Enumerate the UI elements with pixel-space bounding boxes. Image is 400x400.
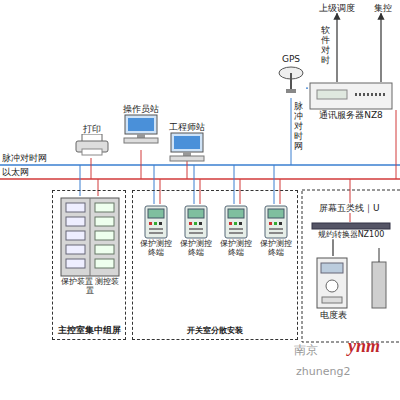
protection-terminal: 保护测控终端: [137, 205, 175, 257]
drop-wire: [80, 165, 81, 196]
comm-server-icon: [308, 82, 394, 110]
protection-terminal-symbol: [144, 205, 168, 239]
node-label: 操作员站: [116, 104, 166, 114]
connector: [306, 88, 308, 89]
watermark: ynm: [348, 336, 380, 357]
energy-meter-symbol: [313, 256, 353, 310]
wire-label: 以太网: [2, 167, 29, 177]
node-label: 上级调度: [314, 3, 360, 13]
gps-receiver: GPS: [276, 54, 306, 94]
protection-terminal-icon: [217, 205, 255, 239]
node-label: GPS: [276, 54, 306, 64]
protection-terminal-symbol: [224, 205, 248, 239]
protection-cabinet-symbol: [60, 197, 120, 277]
engineer-station: 工程师站: [162, 122, 212, 162]
engineer-station-symbol: [167, 132, 207, 162]
wire-label: 软件对时: [321, 26, 330, 66]
terminal-drops: [160, 179, 280, 204]
connector: [380, 13, 381, 82]
protocol-converter-icon: [306, 222, 396, 230]
meter-wire: [379, 248, 380, 262]
operator-station: 操作员站: [116, 104, 166, 144]
control-room-region: 主控室集中组屏 保护装置 测控装置: [52, 190, 126, 340]
protection-terminal-icon: [137, 205, 175, 239]
node-label: 主控室集中组屏: [58, 325, 121, 335]
gps-pulse-wire: [291, 98, 292, 165]
meter-cabinet: [372, 262, 386, 308]
comm-server-symbol: [309, 82, 393, 110]
drop-wire: [141, 150, 142, 179]
node-label: 集控: [368, 3, 398, 13]
protection-terminal: 保护测控终端: [257, 205, 295, 257]
engineer-station-icon: [162, 132, 212, 162]
printer-symbol: [75, 134, 109, 156]
terminal-pulse-drops: [154, 165, 274, 204]
node-label: 保护测控终端: [137, 239, 175, 257]
operator-station-icon: [116, 114, 166, 144]
node-label: 通讯服务器NZ8: [308, 110, 394, 120]
operator-station-symbol: [121, 114, 161, 144]
node-label: 开关室分散安装: [187, 326, 243, 335]
drop-wire: [98, 179, 99, 196]
converter-drop: [350, 179, 351, 222]
connector: [332, 239, 333, 256]
node-label: 规约转换器NZ100: [306, 230, 396, 239]
protection-terminal-symbol: [184, 205, 208, 239]
protection-terminal-icon: [257, 205, 295, 239]
protection-terminal: 保护测控终端: [177, 205, 215, 257]
energy-meter: 电度表: [310, 256, 356, 320]
wire-label: 脉冲对时网: [2, 153, 47, 163]
protection-terminal-icon: [177, 205, 215, 239]
server-drop: [396, 110, 397, 179]
node-label: 电度表: [310, 310, 356, 320]
node-label: 保护测控终端: [177, 239, 215, 257]
node-label: 保护测控终端: [217, 239, 255, 257]
protection-terminal-symbol: [264, 205, 288, 239]
printer-icon: [72, 134, 112, 156]
printer: 打印: [72, 124, 112, 156]
dispatch-label: 上级调度: [314, 3, 360, 13]
meter-region: [302, 190, 400, 342]
wire-label: 脉冲对时网: [294, 102, 303, 151]
protocol-converter: 规约转换器NZ100: [306, 222, 396, 239]
node-label: 保护装置 测控装置: [59, 277, 121, 295]
switch-room-region: 开关室分散安装保护测控终端保护测控终端保护测控终端保护测控终端: [132, 190, 298, 340]
watermark: zhuneng2: [296, 366, 350, 379]
drop-wire: [91, 158, 92, 179]
pulse-bus: [0, 164, 400, 166]
protection-cabinet-icon: [59, 197, 121, 277]
gps-receiver-symbol: [277, 64, 305, 94]
gps-receiver-icon: [276, 64, 306, 94]
comm-server: 通讯服务器NZ8: [308, 82, 394, 120]
watermark: 南京: [294, 344, 318, 358]
protocol-converter-symbol: [311, 222, 391, 230]
node-label: 保护测控终端: [257, 239, 295, 257]
protection-cabinet: 保护装置 测控装置: [59, 197, 121, 295]
node-label: 工程师站: [162, 122, 212, 132]
node-label: 打印: [72, 124, 112, 134]
wire-label: 屏幕五类线｜U: [318, 203, 381, 213]
connector: [336, 13, 337, 82]
energy-meter-icon: [310, 256, 356, 310]
protection-terminal: 保护测控终端: [217, 205, 255, 257]
control-center-label: 集控: [368, 3, 398, 13]
